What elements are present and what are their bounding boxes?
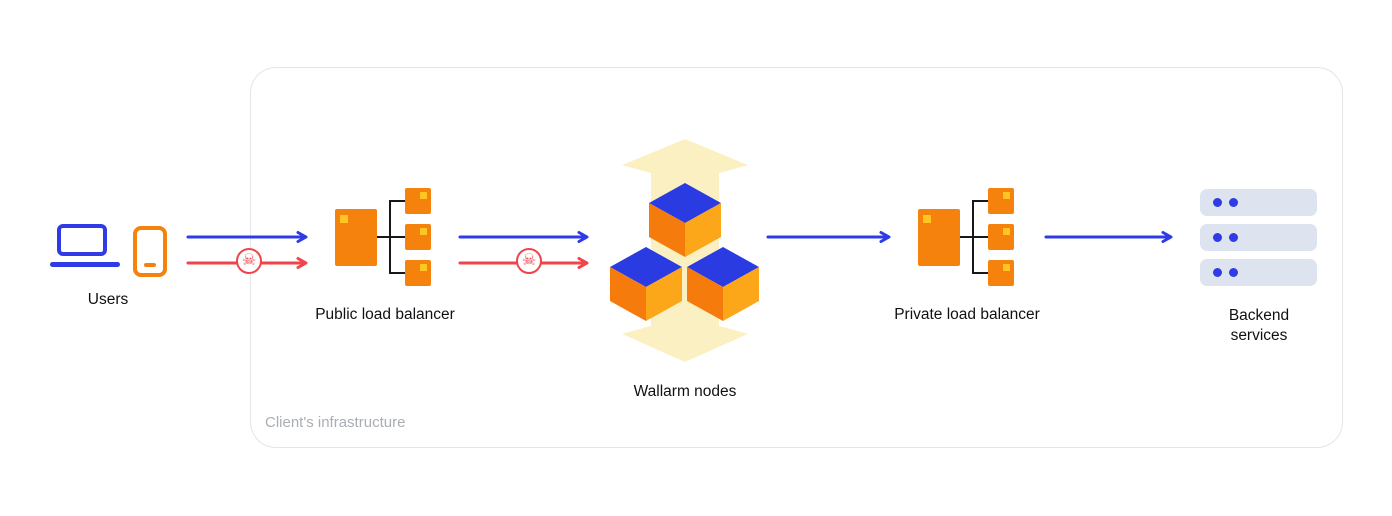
server-led-icon <box>1229 268 1238 277</box>
connector-line <box>960 236 973 238</box>
laptop-icon <box>57 224 107 256</box>
target-instance-icon <box>988 260 1014 286</box>
server-led-icon <box>1213 268 1222 277</box>
target-instance-icon <box>988 224 1014 250</box>
indicator-dot-icon <box>1003 192 1010 199</box>
laptop-base-icon <box>50 262 120 267</box>
load-balancer-icon <box>335 209 377 266</box>
phone-home-bar-icon <box>144 263 156 267</box>
public-load-balancer-label: Public load balancer <box>315 306 455 323</box>
load-balancer-icon <box>918 209 960 266</box>
server-led-icon <box>1213 198 1222 207</box>
connector-line <box>973 236 988 238</box>
connector-line <box>973 200 988 202</box>
server-icon <box>1200 224 1317 251</box>
private-load-balancer-node <box>918 188 1014 286</box>
backend-services-label: Backend services <box>1228 307 1290 345</box>
server-led-icon <box>1229 198 1238 207</box>
wallarm-nodes-label: Wallarm nodes <box>633 383 737 400</box>
server-icon <box>1200 259 1317 286</box>
indicator-dot-icon <box>923 215 931 223</box>
indicator-dot-icon <box>340 215 348 223</box>
phone-icon <box>133 226 167 277</box>
target-instance-icon <box>988 188 1014 214</box>
indicator-dot-icon <box>420 228 427 235</box>
connector-line <box>377 236 390 238</box>
skull-icon: ☠ <box>236 248 262 274</box>
users-label: Users <box>87 291 129 308</box>
server-led-icon <box>1229 233 1238 242</box>
target-instance-icon <box>405 188 431 214</box>
connector-line <box>390 236 405 238</box>
indicator-dot-icon <box>1003 228 1010 235</box>
wallarm-cube-icon <box>649 183 721 257</box>
wallarm-cube-icon <box>687 247 759 321</box>
connector-line <box>390 272 405 274</box>
connector-line <box>390 200 405 202</box>
private-load-balancer-label: Private load balancer <box>894 306 1040 323</box>
indicator-dot-icon <box>420 192 427 199</box>
indicator-dot-icon <box>420 264 427 271</box>
public-load-balancer-node <box>335 188 431 286</box>
target-instance-icon <box>405 224 431 250</box>
connector-line <box>973 272 988 274</box>
client-infrastructure-label: Client's infrastructure <box>265 414 406 431</box>
skull-icon: ☠ <box>516 248 542 274</box>
server-led-icon <box>1213 233 1222 242</box>
server-icon <box>1200 189 1317 216</box>
target-instance-icon <box>405 260 431 286</box>
wallarm-cube-icon <box>610 247 682 321</box>
indicator-dot-icon <box>1003 264 1010 271</box>
